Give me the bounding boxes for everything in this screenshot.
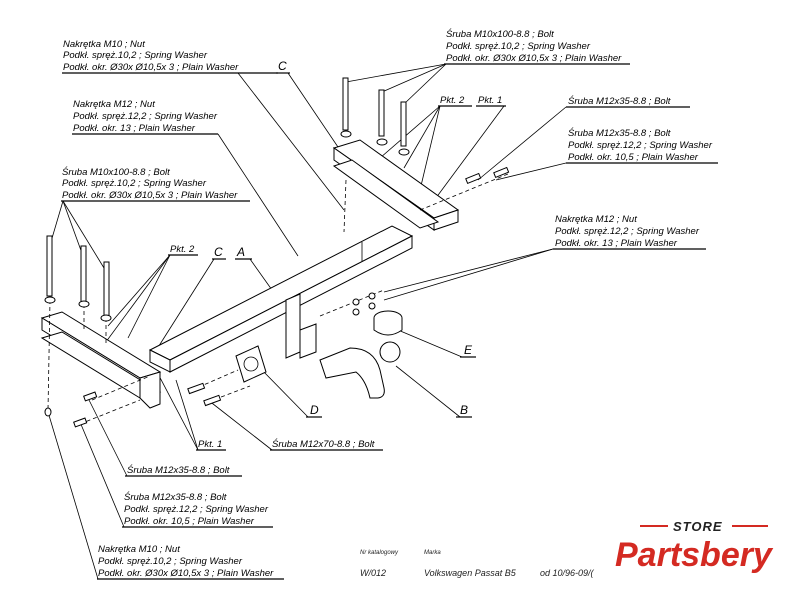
label-nut-m10-bottom: Nakrętka M10 ; Nut Podkł. spręż.10,2 ; S… (97, 544, 284, 580)
part-letter-e: E (460, 343, 476, 358)
label-line: Podkł. spręż.10,2 ; Spring Washer (98, 556, 243, 567)
label-bolt-m12x35-washers-bottom: Śruba M12x35-8.8 ; Bolt Podkł. spręż.12,… (122, 491, 273, 528)
label-line: Podkł. spręż.12,2 ; Spring Washer (555, 226, 700, 237)
part-letter: D (310, 403, 319, 417)
pkt-2-label: Pkt. 2 (440, 95, 465, 106)
right-horizontal-bolts (319, 166, 510, 317)
part-letter-d: D (306, 403, 322, 418)
label-line: Nakrętka M12 ; Nut (73, 99, 155, 110)
label-line: Podkł. okr. 10,5 ; Plain Washer (568, 152, 699, 163)
label-line: Nakrętka M12 ; Nut (555, 214, 637, 225)
left-vertical-bolts (44, 235, 112, 411)
left-side-bracket (40, 311, 162, 409)
label-line: Podkł. spręż.12,2 ; Spring Washer (73, 111, 218, 122)
logo-store-text: STORE (673, 519, 723, 534)
part-letter-c-left: C (212, 245, 226, 260)
label-line: Śruba M12x35-8.8 ; Bolt (124, 491, 227, 503)
label-bolt-m12x35-top: Śruba M12x35-8.8 ; Bolt (566, 95, 690, 108)
part-letter-pkt-top: Pkt. 2 Pkt. 1 (438, 95, 506, 107)
label-line: Podkł. okr. Ø30x Ø10,5x 3 ; Plain Washer (98, 568, 274, 579)
label-line: Śruba M12x35-8.8 ; Bolt (568, 95, 671, 107)
label-line: Podkł. okr. 13 ; Plain Washer (73, 123, 196, 134)
label-line: Podkł. okr. 13 ; Plain Washer (555, 238, 678, 249)
brand-label: Marka (424, 550, 441, 556)
label-bolt-m10-left: Śruba M10x100-8.8 ; Bolt Podkł. spręż.10… (61, 166, 250, 202)
partsbery-logo: STORE Partsbery (615, 519, 774, 574)
part-letter-pkt2-left: Pkt. 2 (168, 244, 198, 256)
label-bolt-m12x35-washers: Śruba M12x35-8.8 ; Bolt Podkł. spręż.12,… (566, 127, 718, 164)
label-nut-m12-right: Nakrętka M12 ; Nut Podkł. spręż.12,2 ; S… (553, 214, 706, 250)
part-letter-b: B (456, 403, 472, 418)
production-date: od 10/96-09/( (540, 568, 595, 578)
catalog-footer: Nr katalogowy Marka W/012 Volkswagen Pas… (360, 550, 595, 578)
pkt-1-label: Pkt. 1 (478, 95, 502, 106)
label-line: Nakrętka M10 ; Nut (98, 544, 180, 555)
label-line: Śruba M12x35-8.8 ; Bolt (127, 464, 230, 476)
part-letter: E (464, 343, 473, 357)
tow-ball-cap (373, 310, 403, 336)
label-nut-m10-top: Nakrętka M10 ; Nut Podkł. spręż.10,2 ; S… (62, 39, 278, 74)
part-letter: C (214, 245, 223, 259)
tow-ball-neck (319, 341, 401, 399)
part-letter-a: A (235, 245, 252, 260)
label-line: Śruba M12x35-8.8 ; Bolt (568, 127, 671, 139)
hitch-plate (285, 293, 317, 359)
part-letter-c-top: C (276, 59, 290, 74)
leader-lines (47, 63, 567, 580)
part-letter: B (460, 403, 468, 417)
socket-plate (235, 345, 267, 383)
catalog-number-label: Nr katalogowy (360, 550, 399, 556)
vehicle-model: Volkswagen Passat B5 (424, 568, 517, 578)
label-bolt-m12x70: Śruba M12x70-8.8 ; Bolt (270, 438, 383, 451)
bottom-bolts (44, 369, 251, 428)
pkt-1-label: Pkt. 1 (198, 439, 222, 450)
label-line: Podkł. spręż.10,2 ; Spring Washer (446, 41, 591, 52)
label-line: Podkł. spręż.12,2 ; Spring Washer (124, 504, 269, 515)
pkt-2-label: Pkt. 2 (170, 244, 195, 255)
part-letter-pkt1-bottom: Pkt. 1 (196, 439, 226, 451)
label-line: Śruba M10x100-8.8 ; Bolt (62, 166, 170, 178)
right-side-bracket (332, 139, 460, 231)
label-line: Podkł. okr. Ø30x Ø10,5x 3 ; Plain Washer (62, 190, 238, 201)
label-bolt-m12x35-bottom: Śruba M12x35-8.8 ; Bolt (125, 464, 242, 477)
label-line: Podkł. okr. 10,5 ; Plain Washer (124, 516, 255, 527)
label-line: Podkł. spręż.12,2 ; Spring Washer (568, 140, 713, 151)
part-letter: A (236, 245, 245, 259)
catalog-number: W/012 (360, 568, 386, 578)
label-line: Podkł. spręż.10,2 ; Spring Washer (62, 178, 207, 189)
label-line: Podkł. okr. Ø30x Ø10,5x 3 ; Plain Washer (63, 62, 239, 73)
right-vertical-bolts (340, 77, 410, 233)
label-line: Śruba M12x70-8.8 ; Bolt (272, 438, 375, 450)
label-nut-m12-top: Nakrętka M12 ; Nut Podkł. spręż.12,2 ; S… (72, 99, 218, 135)
part-letter: C (278, 59, 287, 73)
logo-name-text: Partsbery (615, 536, 774, 574)
label-bolt-m10-right: Śruba M10x100-8.8 ; Bolt Podkł. spręż.10… (444, 28, 630, 65)
label-line: Nakrętka M10 ; Nut (63, 39, 145, 50)
label-line: Śruba M10x100-8.8 ; Bolt (446, 28, 554, 40)
label-line: Podkł. spręż.10,2 ; Spring Washer (63, 50, 208, 61)
label-line: Podkł. okr. Ø30x Ø10,5x 3 ; Plain Washer (446, 53, 622, 64)
